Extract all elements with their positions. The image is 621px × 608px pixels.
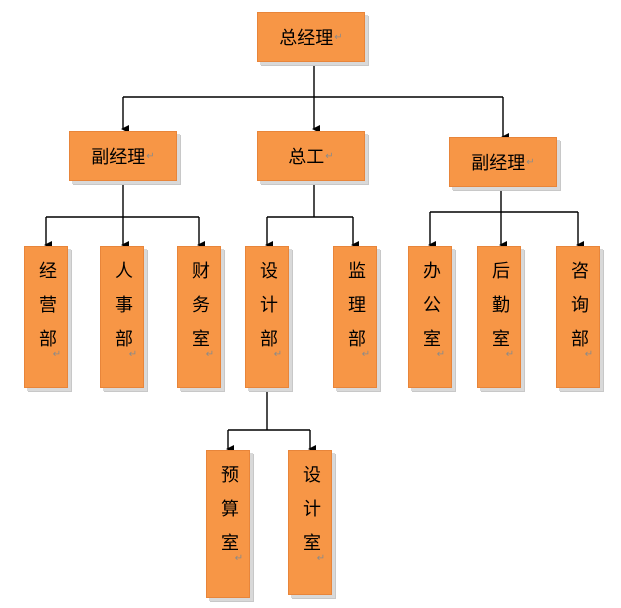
node-design-dept: 设计部↵	[245, 246, 289, 388]
return-mark: ↵	[52, 349, 62, 360]
node-label: 经营部	[36, 261, 57, 363]
return-mark: ↵	[234, 553, 244, 564]
node-finance-office: 财务室↵	[177, 246, 221, 388]
node-budget-office: 预算室↵	[206, 450, 250, 598]
node-label: 副经理	[471, 153, 526, 174]
return-mark: ↵	[334, 31, 343, 43]
return-mark: ↵	[584, 349, 594, 360]
node-label: 预算室	[218, 465, 239, 567]
node-label: 总工	[288, 147, 325, 168]
node-label: 设计部	[257, 261, 278, 363]
node-label: 副经理	[91, 147, 146, 168]
return-mark: ↵	[205, 349, 215, 360]
node-deputy-manager-right: 副经理↵	[449, 137, 557, 187]
return-mark: ↵	[316, 553, 326, 564]
return-mark: ↵	[361, 349, 371, 360]
return-mark: ↵	[526, 156, 535, 168]
node-chief-engineer: 总工↵	[257, 131, 365, 181]
node-label: 办公室	[420, 261, 441, 363]
node-logistics-office: 后勤室↵	[477, 246, 521, 388]
node-operations-dept: 经营部↵	[24, 246, 68, 388]
node-design-office: 设计室↵	[288, 450, 332, 595]
node-deputy-manager-left: 副经理↵	[69, 131, 177, 181]
node-label: 后勤室	[489, 261, 510, 363]
node-label: 总经理	[279, 28, 334, 49]
node-hr-dept: 人事部↵	[100, 246, 144, 388]
return-mark: ↵	[146, 150, 155, 162]
node-label: 设计室	[300, 465, 321, 567]
node-general-manager: 总经理↵	[257, 12, 365, 62]
node-label: 监理部	[345, 261, 366, 363]
return-mark: ↵	[436, 349, 446, 360]
return-mark: ↵	[273, 349, 283, 360]
return-mark: ↵	[325, 150, 334, 162]
return-mark: ↵	[128, 349, 138, 360]
node-label: 咨询部	[568, 261, 589, 363]
node-label: 人事部	[112, 261, 133, 363]
node-supervision-dept: 监理部↵	[333, 246, 377, 388]
return-mark: ↵	[505, 349, 515, 360]
node-consulting-dept: 咨询部↵	[556, 246, 600, 388]
node-label: 财务室	[189, 261, 210, 363]
node-admin-office: 办公室↵	[408, 246, 452, 388]
